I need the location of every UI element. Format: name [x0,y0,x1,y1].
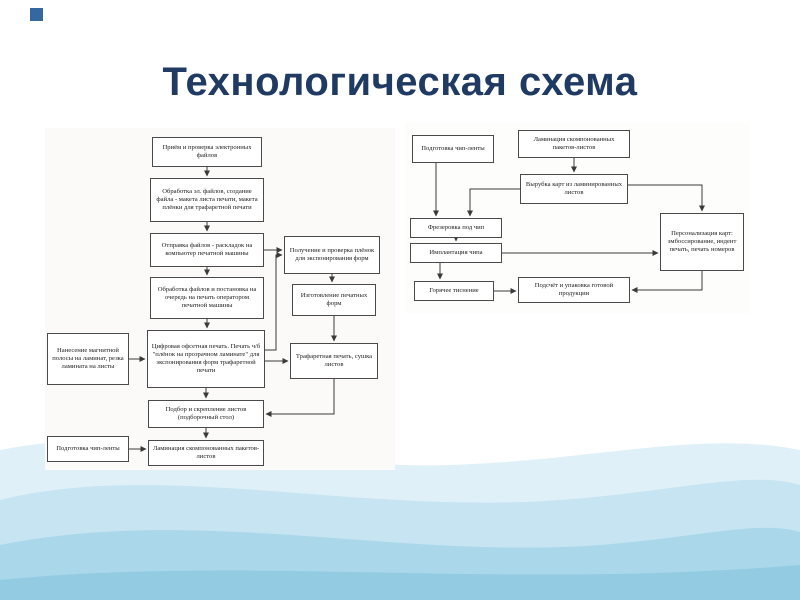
right-box-count-packing: Подсчёт и упаковка готовой продукции [518,277,630,303]
right-box-chip-milling: Фрезеровка под чип [410,218,502,238]
left-box-make-plates: Изготовление печатных форм [292,284,376,316]
left-box-receive-files: Приём и проверка электронных файлов [152,137,262,167]
left-box-check-films: Получение и проверка плёнок для экспонир… [284,236,380,274]
slide-accent-square [30,8,43,21]
left-box-digital-offset: Цифровая офсетная печать. Печать ч/б "пл… [147,330,265,388]
right-box-chip-tape-prep: Подготовка чип-ленты [412,135,494,163]
slide-title: Технологическая схема [162,60,638,104]
left-box-process-files: Обработка эл. файлов, создание файла - м… [150,178,264,222]
left-box-queue-print: Обработка файлов и постановка на очередь… [150,277,264,319]
right-box-lamination: Ламинация скомпонованных пакетов-листов [518,130,630,158]
right-box-personalization: Персонализация карт: эмбоссирование, инд… [660,213,744,271]
left-box-screen-print: Трафаретная печать, сушка листов [290,343,378,379]
right-box-hot-stamping: Горячее тиснение [414,281,494,301]
right-box-chip-implant: Имплантация чипа [410,243,502,263]
left-box-lamination: Ламинация скомпонованных пакетов-листов [148,440,264,466]
left-box-chip-tape-prep: Подготовка чип-ленты [47,436,129,462]
right-box-card-punching: Вырубка карт из ламинированных листов [520,174,628,204]
left-box-magnetic-stripe: Нанесение магнитной полосы на ламинат, р… [47,333,129,385]
left-box-send-layouts: Отправка файлов - раскладок на компьютер… [150,233,264,267]
left-box-collate-sheets: Подбор и скрепление листов (подборочный … [148,400,264,428]
